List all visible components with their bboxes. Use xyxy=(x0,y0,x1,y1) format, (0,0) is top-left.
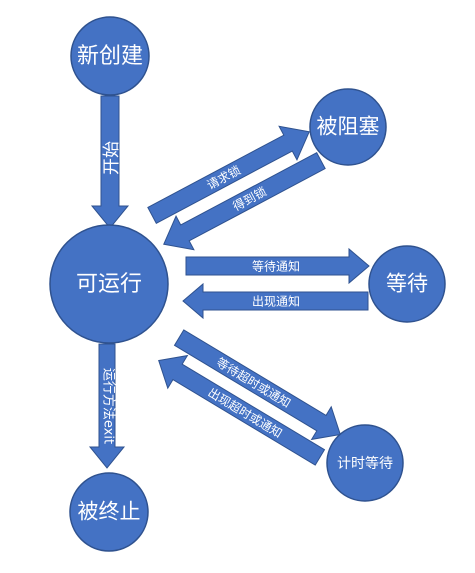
arrow-timed-wait-shape xyxy=(173,329,341,441)
node-new-label: 新创建 xyxy=(77,44,143,69)
arrow-acquire-lock-shape xyxy=(163,152,326,251)
arrow-notify-received-label: 出现通知 xyxy=(252,295,300,309)
arrow-start: 开始 xyxy=(90,95,130,229)
arrow-run-exit-label: 运行方法exit xyxy=(101,368,117,444)
node-timed-waiting-label: 计时等待 xyxy=(337,455,393,472)
node-timed-waiting-circle xyxy=(326,424,404,502)
arrow-request-lock: 请求锁 xyxy=(147,125,310,224)
node-blocked-label: 被阻塞 xyxy=(317,115,380,139)
node-runnable-label: 可运行 xyxy=(76,272,142,297)
node-blocked-circle xyxy=(309,88,387,166)
node-runnable-circle xyxy=(49,224,169,344)
arrow-notify-received-shape xyxy=(182,282,369,320)
arrow-run-exit-shape xyxy=(88,343,126,469)
node-blocked: 被阻塞 xyxy=(309,88,387,166)
arrow-wait-notify-label: 等待通知 xyxy=(252,260,300,274)
node-waiting-label: 等待 xyxy=(386,272,428,296)
node-new-circle xyxy=(70,16,150,96)
node-runnable: 可运行 xyxy=(49,224,169,344)
node-new: 新创建 xyxy=(70,16,150,96)
arrow-timeout-or-notify-shape xyxy=(158,354,326,466)
node-timed-waiting: 计时等待 xyxy=(326,424,404,502)
node-waiting-circle xyxy=(368,245,446,323)
node-terminated: 被终止 xyxy=(69,472,149,552)
arrow-request-lock-shape xyxy=(147,125,310,224)
arrow-wait-notify-shape xyxy=(185,247,370,285)
arrow-wait-notify: 等待通知 xyxy=(185,247,370,285)
arrow-notify-received: 出现通知 xyxy=(182,282,369,320)
node-terminated-label: 被终止 xyxy=(78,500,141,524)
arrow-run-exit: 运行方法exit xyxy=(88,343,126,469)
arrow-start-shape xyxy=(90,95,130,229)
node-waiting: 等待 xyxy=(368,245,446,323)
arrow-start-label: 开始 xyxy=(102,141,122,175)
node-terminated-circle xyxy=(69,472,149,552)
